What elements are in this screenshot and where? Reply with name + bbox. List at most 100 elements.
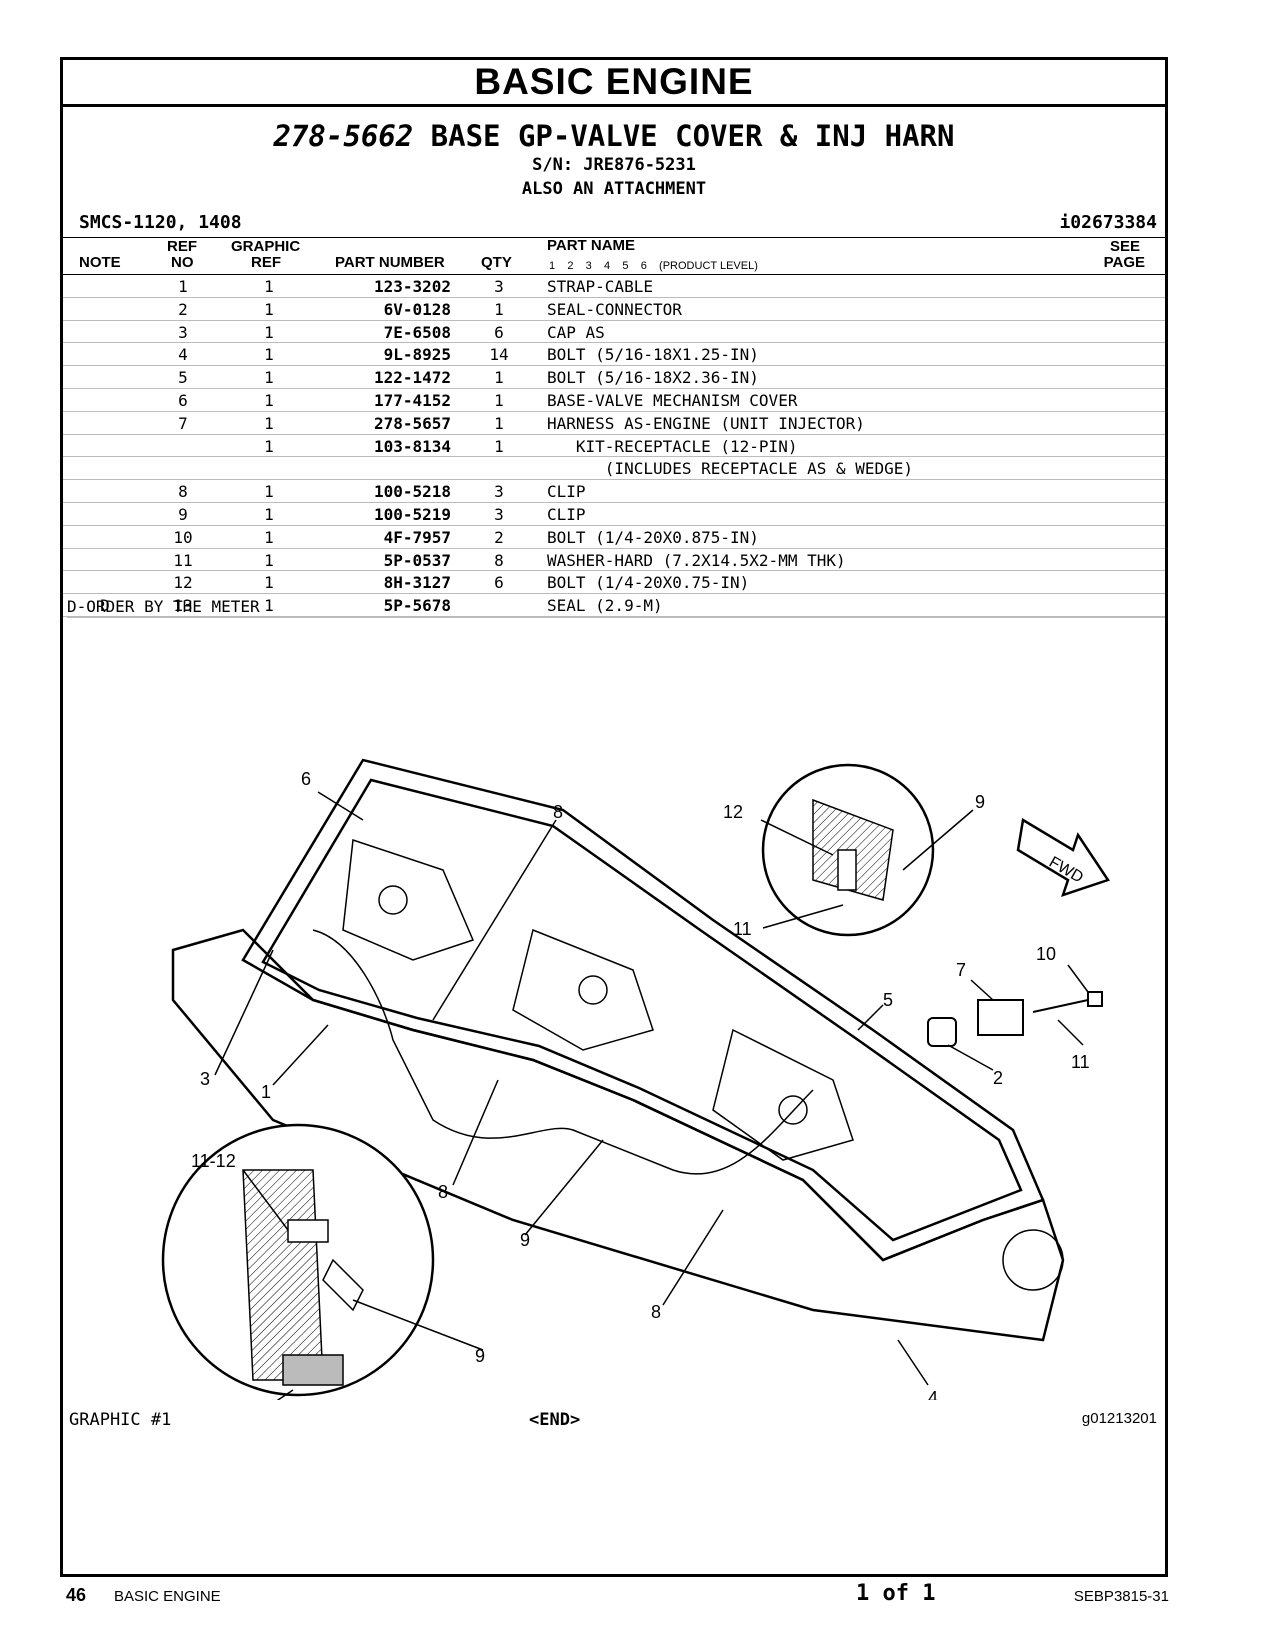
graphic-footer: GRAPHIC #1 <END> g01213201 [69, 1410, 1157, 1434]
cell-ref: 11 [173, 550, 193, 570]
header-see-bottom: PAGE [1103, 254, 1145, 271]
cell-qty: 1 [494, 390, 504, 410]
cell-ref: 10 [173, 527, 193, 547]
cell-gref: 1 [264, 322, 274, 342]
table-header: NOTE REF NO GRAPHIC REF PART NUMBER QTY … [63, 237, 1165, 275]
graphic-label: GRAPHIC #1 [69, 1410, 172, 1430]
cell-qty: 6 [494, 322, 504, 342]
callout-7: 7 [956, 960, 966, 980]
cell-pn: 7E-6508 [383, 322, 451, 342]
table-row: 1 1 123-3202 3 STRAP-CABLE [63, 275, 1165, 298]
cell-gref: 1 [264, 573, 274, 593]
cell-qty: 3 [494, 504, 504, 524]
table-row: 12 1 8H-3127 6 BOLT (1/4-20X0.75-IN) [63, 571, 1165, 595]
cell-ref: 7 [178, 413, 188, 433]
cell-ref: 6 [178, 390, 188, 410]
exploded-view-diagram: FWD 6 8 12 9 11 [161, 758, 1110, 1400]
leader-lines [214, 791, 1089, 1400]
cell-name: CLIP [547, 504, 586, 524]
header-qty: QTY [481, 254, 512, 271]
table-row: (INCLUDES RECEPTACLE AS & WEDGE) [63, 457, 1165, 481]
cell-qty: 1 [494, 436, 504, 456]
cell-qty: 1 [494, 299, 504, 319]
callout-3: 3 [200, 1069, 210, 1089]
cell-pn: 9L-8925 [383, 345, 451, 365]
fwd-arrow: FWD [1016, 817, 1110, 897]
cell-pn: 5P-0537 [383, 550, 451, 570]
cell-gref: 1 [264, 527, 274, 547]
cell-name: BOLT (1/4-20X0.875-IN) [547, 527, 759, 547]
group-name: BASE GP-VALVE COVER & INJ HARN [430, 119, 955, 153]
callout-11-right: 11 [1071, 1052, 1090, 1072]
cell-pn: 8H-3127 [383, 573, 451, 593]
detail-circle-bottom [161, 1123, 435, 1397]
cell-pn: 123-3202 [373, 277, 451, 296]
header-part-name: PART NAME [547, 237, 636, 254]
callout-10: 10 [1036, 944, 1056, 964]
cell-ref: 12 [173, 573, 193, 593]
cell-ref: 13 [173, 596, 193, 616]
cell-ref: 9 [178, 504, 188, 524]
cell-name: STRAP-CABLE [547, 277, 653, 296]
footnote: D-ORDER BY THE METER [67, 597, 1165, 618]
cell-qty: 8 [494, 550, 504, 570]
callout-6: 6 [301, 769, 311, 789]
footer-section: BASIC ENGINE [114, 1588, 221, 1605]
callout-4: 4 [928, 1388, 938, 1400]
serial-number: S/N: JRE876-5231 [532, 155, 696, 175]
header-see-top: SEE [1109, 238, 1140, 255]
header-ref-bottom: NO [171, 254, 194, 271]
cell-name: (INCLUDES RECEPTACLE AS & WEDGE) [547, 459, 914, 479]
page-of: 1 of 1 [856, 1581, 936, 1606]
cell-qty: 6 [494, 573, 504, 593]
cell-pn: 122-1472 [373, 368, 451, 388]
callout-8-mid: 8 [438, 1182, 448, 1202]
cell-gref: 1 [264, 413, 274, 433]
callout-8-top: 8 [553, 802, 563, 822]
header-product-levels: 1 2 3 4 5 6 (PRODUCT LEVEL) [549, 260, 758, 272]
cell-name: CLIP [547, 482, 586, 502]
cell-name: BOLT (5/16-18X1.25-IN) [547, 345, 759, 365]
cell-pn: 100-5218 [373, 482, 451, 502]
cell-gref: 1 [264, 504, 274, 524]
cell-note: D [100, 596, 110, 616]
cell-name: CAP AS [547, 322, 605, 342]
end-label: <END> [529, 1410, 581, 1430]
cell-name: BOLT (1/4-20X0.75-IN) [547, 573, 750, 593]
callout-1: 1 [261, 1082, 271, 1102]
callout-12: 12 [723, 802, 743, 822]
smcs-code: SMCS-1120, 1408 [79, 212, 242, 233]
cell-gref: 1 [264, 596, 274, 616]
page-footer: 46 BASIC ENGINE 1 of 1 SEBP3815-31 [66, 1581, 1169, 1615]
cell-gref: 1 [264, 482, 274, 502]
cell-pn: 4F-7957 [383, 527, 451, 547]
cell-gref: 1 [264, 390, 274, 410]
cell-pn: 100-5219 [373, 504, 451, 524]
cell-ref: 1 [178, 277, 188, 296]
section-title: BASIC ENGINE [63, 60, 1165, 107]
cell-gref: 1 [264, 277, 274, 296]
callout-labels: 6 8 12 9 11 10 7 5 2 11 3 1 11-12 8 9 8 … [191, 769, 1090, 1400]
table-row: 9 1 100-5219 3 CLIP [63, 503, 1165, 526]
cell-pn: 6V-0128 [383, 299, 451, 319]
callout-2: 2 [993, 1068, 1003, 1088]
cell-pn: 103-8134 [373, 436, 451, 456]
cell-ref: 5 [178, 368, 188, 388]
cell-ref: 4 [178, 345, 188, 365]
cell-gref: 1 [264, 345, 274, 365]
document-number: SEBP3815-31 [1073, 1588, 1169, 1605]
cell-qty: 1 [494, 413, 504, 433]
header-gref-bottom: REF [251, 254, 281, 271]
cell-qty: 3 [494, 277, 504, 296]
illustration-id: i02673384 [1059, 212, 1157, 233]
cell-ref: 8 [178, 482, 188, 502]
